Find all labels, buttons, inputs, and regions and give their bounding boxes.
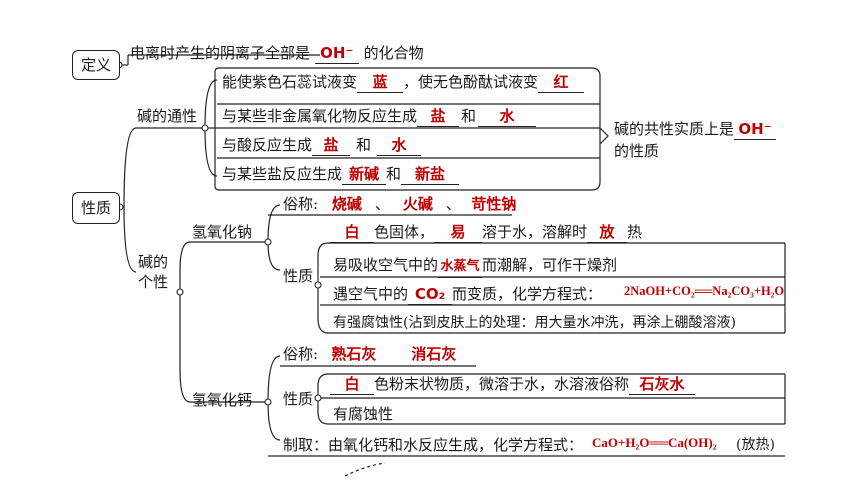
naoh-row-3-text-2: 而变质，化学方程式： [452, 285, 603, 303]
naoh-row-1-text-2: 溶于水，溶解时 [482, 223, 588, 241]
common-row-1-text: 能使紫色石蕊试液变 [222, 73, 358, 91]
naoh-names-label: 俗称: [283, 195, 319, 213]
essence-after: 的性质 [614, 142, 660, 160]
essence-answer: OH⁻ [734, 119, 777, 140]
caoh2-props-label: 性质 [283, 390, 314, 408]
common-row-2: 与某些非金属氧化物反应生成盐和水 [222, 106, 537, 127]
naoh-row-1-answer-1: 白 [330, 222, 374, 243]
naoh-row-3-text-1: 遇空气中的 [333, 285, 409, 303]
common-row-3: 与酸反应生成盐和水 [222, 135, 422, 156]
common-row-3-answer-2: 水 [377, 135, 422, 156]
naoh-row-1-answer-3: 放 [587, 222, 628, 243]
naoh-props-label: 性质 [283, 267, 314, 285]
properties-label: 性质 [72, 192, 120, 224]
common-row-3-text-2: 和 [356, 136, 372, 154]
common-row-3-text: 与酸反应生成 [222, 136, 313, 154]
naoh-sep-2: 、 [445, 195, 461, 213]
naoh-row-2-text-1: 易吸收空气中的 [333, 256, 439, 274]
definition-text: 电离时产生的阴离子全部是 OH⁻ 的化合物 [130, 43, 424, 64]
common-row-3-answer-1: 盐 [312, 135, 351, 156]
naoh-row-4: 有强腐蚀性(沾到皮肤上的处理：用大量水冲洗，再涂上硼酸溶液) [333, 315, 736, 331]
caoh2-prep: 制取：由氧化钙和水反应生成，化学方程式： [283, 435, 583, 455]
common-row-2-answer-2: 水 [478, 106, 537, 127]
caoh2-name-2: 消石灰 [411, 345, 457, 363]
common-row-2-text-2: 和 [461, 107, 477, 125]
naoh-row-2-answer: 水蒸气 [438, 257, 483, 278]
naoh-name-1: 烧碱 [331, 195, 362, 213]
common-row-4-answer-2: 新盐 [401, 164, 460, 185]
naoh-label: 氢氧化钠 [192, 223, 253, 241]
common-row-4: 与某些盐反应生成新碱和新盐 [222, 164, 460, 185]
caoh2-row-1: 白色粉末状物质，微溶于水，水溶液俗称石灰水 [330, 374, 696, 395]
caoh2-names-label: 俗称: [283, 345, 319, 363]
naoh-row-1-text-1: 色固体， [374, 223, 435, 241]
definition-text-after: 的化合物 [363, 44, 424, 62]
common-row-2-text: 与某些非金属氧化物反应生成 [222, 107, 418, 125]
common-properties-label: 碱的通性 [137, 107, 198, 125]
common-row-2-answer-1: 盐 [417, 106, 460, 127]
naoh-name-2: 火碱 [402, 195, 433, 213]
common-row-4-answer-1: 新碱 [342, 164, 387, 185]
definition-text-before: 电离时产生的阴离子全部是 [130, 44, 311, 62]
definition-answer: OH⁻ [314, 43, 359, 64]
common-row-1-answer-2: 红 [538, 72, 585, 93]
naoh-names: 俗称: 烧碱、火碱、苛性钠 [283, 194, 523, 214]
naoh-row-1: 白色固体，易溶于水，溶解时放热 [330, 222, 642, 243]
individual-label-line2: 个性 [138, 273, 169, 291]
caoh2-row-1-answer-1: 白 [330, 374, 374, 395]
naoh-equation: 2NaOH+CO₂══Na₂CO₃+H₂O [624, 284, 785, 298]
naoh-sep-1: 、 [374, 195, 390, 213]
caoh2-row-1-text: 色粉末状物质，微溶于水，水溶液俗称 [374, 375, 630, 393]
caoh2-names: 俗称: 熟石灰 消石灰 [283, 344, 465, 364]
naoh-row-1-text-3: 热 [627, 223, 643, 241]
naoh-row-2-text-2: 而潮解，可作干燥剂 [482, 256, 618, 274]
common-row-1: 能使紫色石蕊试液变蓝，使无色酚酞试液变红 [222, 72, 585, 93]
caoh2-label: 氢氧化钙 [192, 391, 253, 409]
naoh-name-3: 苛性钠 [471, 195, 517, 213]
caoh2-prep-text: 制取：由氧化钙和水反应生成，化学方程式： [283, 436, 584, 454]
definition-label: 定义 [72, 50, 120, 80]
naoh-row-1-answer-2: 易 [434, 222, 483, 243]
individual-label-line1: 碱的 [138, 253, 169, 271]
caoh2-prep-note: (放热) [736, 437, 775, 453]
caoh2-row-1-answer-2: 石灰水 [629, 374, 696, 395]
essence-before: 碱的共性实质上是 [614, 120, 735, 138]
caoh2-row-2: 有腐蚀性 [333, 405, 394, 423]
common-row-4-text: 与某些盐反应生成 [222, 165, 343, 183]
caoh2-name-1: 熟石灰 [331, 345, 377, 363]
common-row-4-text-2: 和 [386, 165, 402, 183]
caoh2-equation: CaO+H₂O══Ca(OH)₂ [592, 435, 717, 450]
common-row-1-answer-1: 蓝 [357, 72, 404, 93]
naoh-row-3-answer: CO₂ [408, 284, 453, 305]
common-row-1-text-2: ，使无色酚酞试液变 [403, 73, 539, 91]
naoh-row-2: 易吸收空气中的水蒸气而潮解，可作干燥剂 [333, 255, 617, 278]
